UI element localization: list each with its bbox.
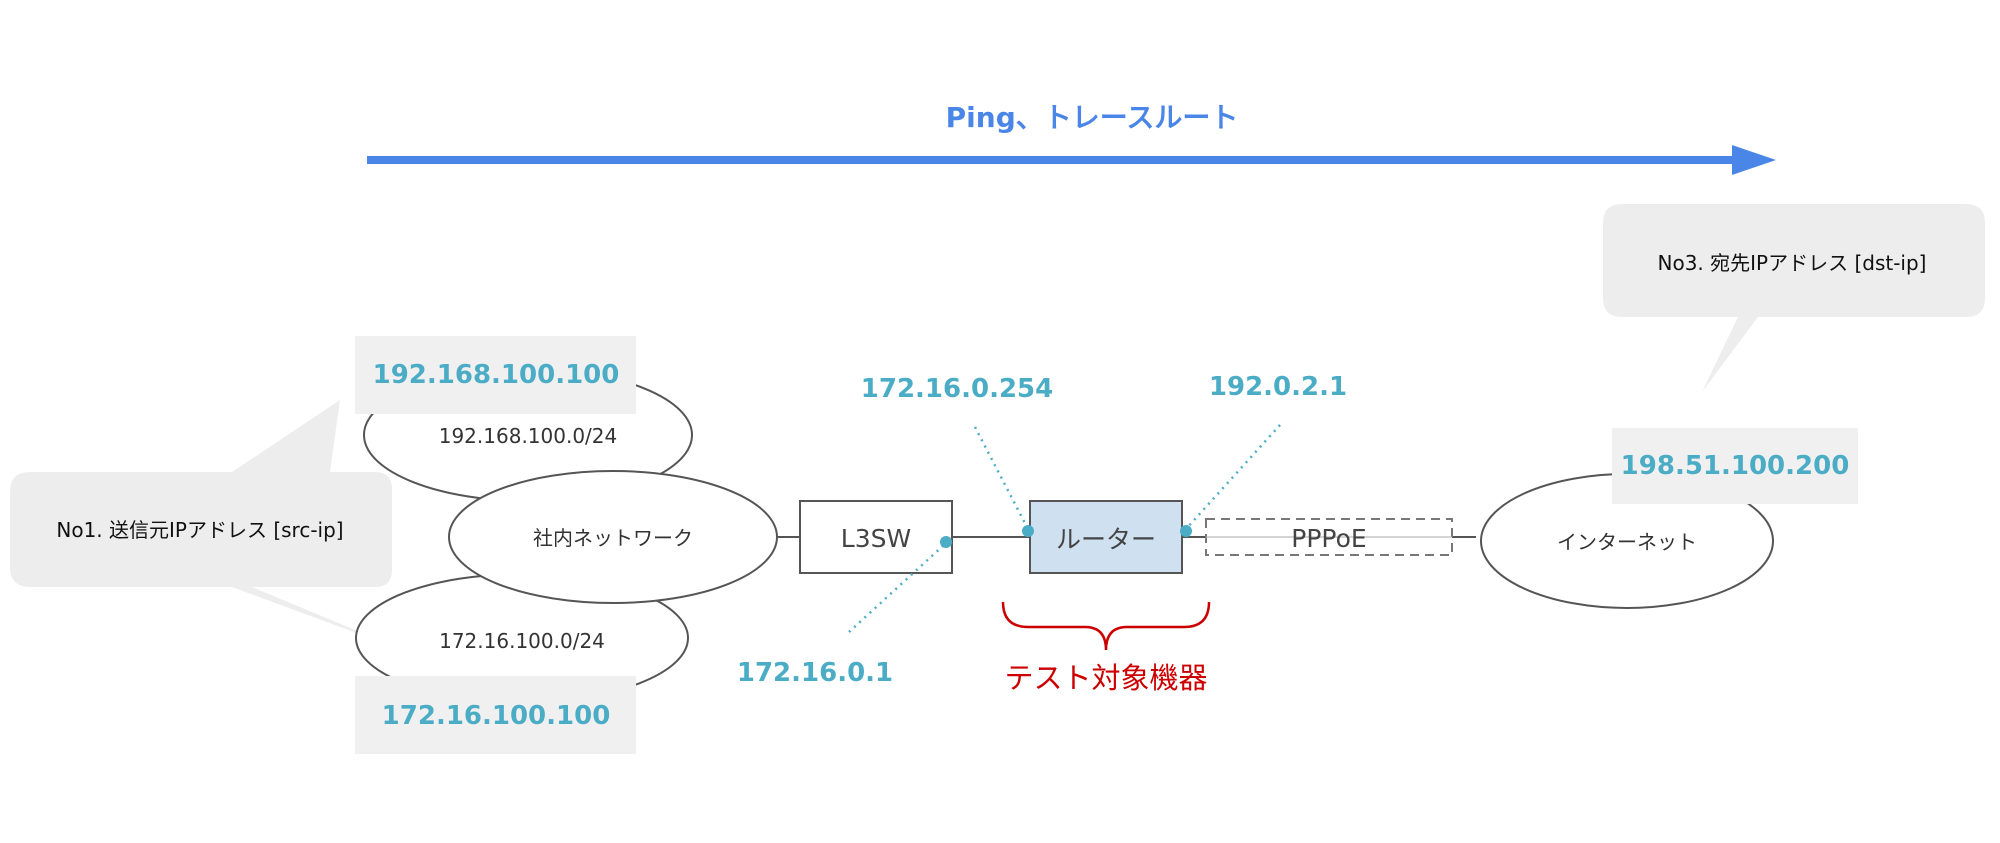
callout-src: No1. 送信元IPアドレス [src-ip]	[10, 400, 408, 652]
src-a-ip: 192.168.100.100	[373, 360, 620, 390]
internet-label: インターネット	[1557, 530, 1697, 554]
interface-leaders	[848, 424, 1281, 633]
l3sw-label: L3SW	[841, 524, 911, 553]
network-lan-b-label: 172.16.100.0/24	[439, 629, 605, 653]
router-label: ルーター	[1056, 525, 1156, 554]
test-target-label: テスト対象機器	[1004, 661, 1207, 695]
dst-ip-box	[1612, 428, 1858, 504]
internal-network-label: 社内ネットワーク	[533, 526, 693, 550]
router-wan-ip: 192.0.2.1	[1209, 372, 1347, 402]
router-wan-port	[1180, 525, 1192, 537]
direction-arrow	[367, 145, 1776, 175]
ping-traceroute-title: Ping、トレースルート	[946, 101, 1239, 134]
router-lan-ip: 172.16.0.254	[861, 374, 1053, 404]
network-lan-a-label: 192.168.100.0/24	[439, 424, 618, 448]
src-a-ip-box	[355, 336, 636, 414]
l3sw-ip: 172.16.0.1	[737, 658, 893, 688]
src-b-ip-box	[355, 676, 636, 754]
callout-dst: No3. 宛先IPアドレス [dst-ip]	[1603, 204, 1985, 392]
router-box	[1029, 500, 1183, 574]
pppoe-label: PPPoE	[1291, 524, 1366, 553]
callout-dst-text: No3. 宛先IPアドレス [dst-ip]	[1658, 251, 1927, 275]
l3sw-port	[940, 536, 952, 548]
router-lan-port	[1022, 525, 1034, 537]
callout-src-text: No1. 送信元IPアドレス [src-ip]	[56, 518, 343, 542]
test-target-brace	[1001, 601, 1211, 651]
dst-ip: 198.51.100.200	[1621, 451, 1850, 481]
src-b-ip: 172.16.100.100	[382, 701, 611, 731]
